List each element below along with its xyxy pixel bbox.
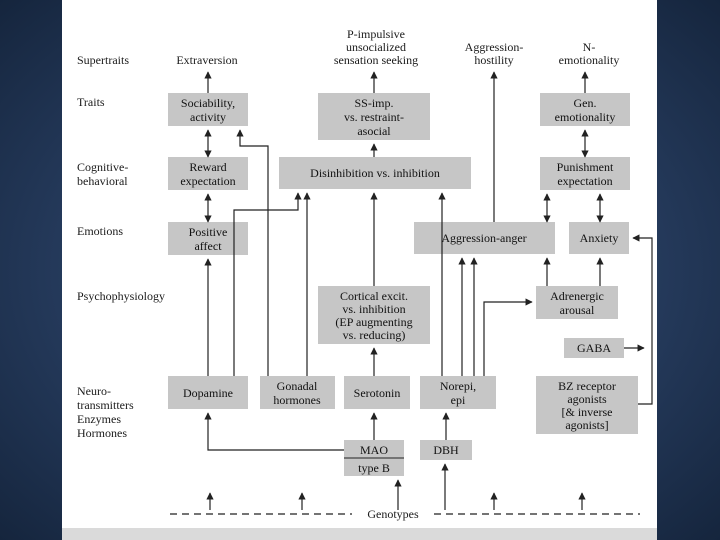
- box-gonadal-line1: Gonadal: [277, 379, 318, 393]
- box-cortical-line4: vs. reducing): [343, 328, 406, 342]
- box-gonadal: [260, 376, 335, 409]
- row-label-neuro-4: Hormones: [77, 426, 127, 440]
- biosocial-model-diagram: Supertraits Traits Cognitive- behavioral…: [62, 27, 657, 540]
- arrow-gonadal-sociability: [236, 129, 269, 376]
- box-sociability-line2: activity: [190, 110, 226, 124]
- box-gonadal-line2: hormones: [273, 393, 321, 407]
- box-aggression-anger: [414, 222, 555, 254]
- box-punishment: [540, 157, 630, 190]
- box-disinhibition: [279, 157, 471, 189]
- box-ss-imp: [318, 93, 430, 140]
- box-dopamine: [168, 376, 248, 409]
- box-ss-imp-line2: vs. restraint-: [344, 110, 404, 124]
- row-label-neuro-3: Enzymes: [77, 412, 121, 426]
- box-adrenergic: [536, 286, 618, 319]
- supertrait-n-emotionality-1: N-: [583, 40, 596, 54]
- box-serotonin: [344, 376, 410, 409]
- box-type-b-text: type B: [358, 461, 390, 475]
- box-gen-emotionality-line2: emotionality: [555, 110, 616, 124]
- box-gaba: [564, 338, 624, 358]
- box-dopamine-text: Dopamine: [183, 386, 233, 400]
- box-reward: [168, 157, 248, 190]
- box-aggression-anger-text: Aggression-anger: [441, 231, 526, 245]
- arrow-dopamine-disinhibition: [233, 192, 302, 376]
- row-label-cognitive-2: behavioral: [77, 174, 128, 188]
- box-adrenergic-line2: arousal: [560, 303, 595, 317]
- box-dbh: [420, 440, 472, 460]
- box-cortical-line1: Cortical excit.: [340, 289, 408, 303]
- box-bz-line1: BZ receptor: [558, 379, 616, 393]
- box-punishment-line2: expectation: [557, 174, 612, 188]
- box-ss-imp-line3: asocial: [357, 124, 391, 138]
- box-punishment-line1: Punishment: [557, 160, 614, 174]
- box-positive-affect-line2: affect: [194, 239, 222, 253]
- supertrait-aggression-2: hostility: [474, 53, 513, 67]
- row-label-emotions: Emotions: [77, 224, 123, 238]
- row-label-traits: Traits: [77, 95, 105, 109]
- supertrait-extraversion: Extraversion: [176, 53, 237, 67]
- genotypes-label: Genotypes: [367, 507, 419, 521]
- supertrait-p-impulsive-1: P-impulsive: [347, 27, 405, 41]
- row-label-neuro-2: transmitters: [77, 398, 134, 412]
- box-anxiety-text: Anxiety: [580, 231, 619, 245]
- row-label-cognitive-1: Cognitive-: [77, 160, 128, 174]
- row-label-supertraits: Supertraits: [77, 53, 129, 67]
- box-norepi: [420, 376, 496, 409]
- box-positive-affect: [168, 222, 248, 255]
- box-anxiety: [569, 222, 629, 254]
- supertrait-p-impulsive-2: unsocialized: [346, 40, 406, 54]
- box-disinhibition-text: Disinhibition vs. inhibition: [310, 166, 440, 180]
- box-positive-affect-line1: Positive: [189, 225, 228, 239]
- supertrait-aggression-1: Aggression-: [465, 40, 524, 54]
- box-dbh-text: DBH: [433, 443, 459, 457]
- box-bz: [536, 376, 638, 434]
- box-mao-text: MAO: [360, 443, 388, 457]
- box-reward-line2: expectation: [180, 174, 235, 188]
- box-gen-emotionality-line1: Gen.: [574, 96, 597, 110]
- supertrait-n-emotionality-2: emotionality: [559, 53, 620, 67]
- box-sociability: [168, 93, 248, 126]
- arrow-bz-anxiety: [632, 234, 653, 405]
- box-bz-line3: [& inverse: [562, 405, 613, 419]
- box-serotonin-text: Serotonin: [354, 386, 401, 400]
- box-gaba-text: GABA: [577, 341, 611, 355]
- box-cortical-line3: (EP augmenting: [335, 315, 412, 329]
- slide: Supertraits Traits Cognitive- behavioral…: [62, 0, 657, 540]
- box-cortical: [318, 286, 430, 344]
- box-cortical-line2: vs. inhibition: [342, 302, 405, 316]
- page-bottom-strip: [62, 528, 657, 540]
- box-reward-line1: Reward: [189, 160, 226, 174]
- box-ss-imp-line1: SS-imp.: [354, 96, 393, 110]
- row-label-neuro-1: Neuro-: [77, 384, 111, 398]
- box-bz-line4: agonists]: [565, 418, 608, 432]
- arrow-mao-dopamine: [204, 412, 344, 451]
- supertrait-p-impulsive-3: sensation seeking: [334, 53, 418, 67]
- box-sociability-line1: Sociability,: [181, 96, 235, 110]
- box-gen-emotionality: [540, 93, 630, 126]
- box-bz-line2: agonists: [567, 392, 607, 406]
- row-label-psychophysiology: Psychophysiology: [77, 289, 165, 303]
- box-norepi-line2: epi: [451, 393, 466, 407]
- box-adrenergic-line1: Adrenergic: [550, 289, 604, 303]
- arrow-norepi-adrenergic: [483, 298, 533, 376]
- box-norepi-line1: Norepi,: [440, 379, 476, 393]
